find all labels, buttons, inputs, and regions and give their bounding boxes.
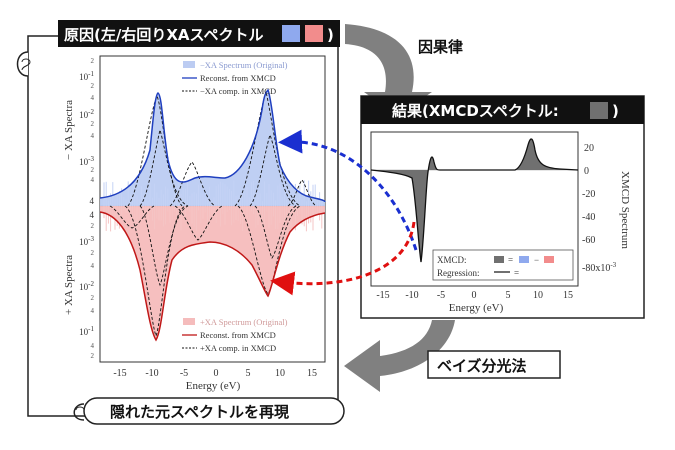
left-xtick-4: 5 [246, 368, 251, 379]
top-ytick-0: 10-1 [79, 70, 94, 82]
xmcd-fill [371, 138, 578, 262]
top-ylabel: − XA Spectra [63, 100, 75, 160]
right-xtick-1: -10 [405, 290, 418, 301]
right-xtick-4: 5 [506, 290, 511, 301]
minor-label-6: 2 [91, 166, 95, 174]
left-xtick-0: -15 [113, 368, 126, 379]
gray-swatch [590, 102, 608, 119]
minor-label-9: 2 [91, 249, 95, 257]
bottom-legend-comp: +XA comp. in XMCD [200, 343, 276, 353]
legend-xmcd-eq: = [508, 255, 513, 265]
left-title-close: ) [327, 26, 334, 44]
right-xticks: -15 -10 -5 0 5 10 15 [376, 290, 573, 301]
top-ytick-1: 10-2 [79, 108, 94, 120]
bottom-ylabel: + XA Spectra [63, 255, 75, 315]
minor-label-13: 2 [91, 352, 95, 360]
plus-xa-reconstruction [99, 211, 326, 342]
xmcd-legend: XMCD: = − Regression: = [432, 249, 574, 281]
plus-xa-fill [100, 206, 325, 340]
right-ytick-5: -80x10-3 [582, 261, 617, 274]
right-ytick-1: 0 [584, 166, 589, 177]
right-xtick-2: -5 [437, 290, 445, 301]
bottom-ytick-1: 10-3 [79, 235, 94, 247]
right-title-close: ) [612, 102, 619, 120]
minor-label-10: 4 [91, 307, 95, 315]
bottom-legend: +XA Spectrum (Original) Reconst. from XM… [182, 317, 288, 353]
left-xtick-6: 15 [307, 368, 317, 379]
right-yticks: 20 0 -20 -40 -60 -80x10-3 [582, 143, 617, 274]
minor-label-12: 4 [91, 342, 95, 350]
bottom-ytick-3: 10-1 [79, 325, 94, 337]
left-title: 原因(左/右回りXAスペクトル [64, 26, 263, 44]
top-legend: −XA Spectrum (Original) Reconst. from XM… [182, 60, 288, 96]
plus-xa-components [109, 205, 301, 338]
right-ytick-3: -40 [582, 212, 595, 223]
bottom-ytick-2: 10-2 [79, 280, 94, 292]
top-legend-reconst: Reconst. from XMCD [200, 73, 276, 83]
minor-label-11: 2 [91, 294, 95, 302]
minor-label-4: 2 [91, 120, 95, 128]
right-plot-frame [370, 131, 579, 287]
legend-xmcd-label: XMCD: [437, 255, 467, 265]
left-yticks: 10-1 10-2 10-3 4 4 10-3 10-2 10-1 [79, 70, 94, 337]
minus-xa-spikes [103, 180, 323, 206]
right-xtick-3: 0 [472, 290, 477, 301]
left-footer: 隠れた元スペクトルを再現 [110, 403, 289, 421]
top-ytick-2: 10-3 [79, 155, 94, 167]
minor-label-8: 4 [91, 262, 95, 270]
right-ytick-4: -60 [582, 235, 595, 246]
right-xtick-5: 10 [533, 290, 543, 301]
left-xtick-3: 0 [214, 368, 219, 379]
red-swatch [305, 25, 323, 42]
left-xticks: -15 -10 -5 0 5 10 15 [113, 368, 317, 379]
bayes-label: ベイズ分光法 [437, 357, 527, 375]
left-minor-yticks: 2 4 2 4 2 4 2 2 4 2 4 2 4 2 [91, 57, 95, 360]
legend-regression-label: Regression: [437, 268, 480, 278]
minor-label-2: 2 [91, 82, 95, 90]
xmcd-regression [370, 138, 579, 263]
bottom-ytick-0: 4 [90, 210, 95, 220]
right-ytick-2: -20 [582, 189, 595, 200]
right-xtick-0: -15 [376, 290, 389, 301]
right-panel [360, 95, 645, 319]
bottom-legend-original: +XA Spectrum (Original) [200, 317, 288, 327]
minor-label-0: 2 [91, 57, 95, 65]
right-ytick-0: 20 [584, 143, 594, 154]
blue-swatch [282, 25, 300, 42]
bayes-arrow [344, 320, 455, 392]
bayes-box: ベイズ分光法 [427, 350, 561, 379]
minor-label-1: 4 [91, 94, 95, 102]
top-legend-comp: −XA comp. in XMCD [200, 86, 276, 96]
right-xtick-6: 15 [563, 290, 573, 301]
minus-xa-fill [100, 90, 325, 206]
minus-xa-components [127, 90, 317, 207]
blue-dashed-arrow [278, 129, 418, 251]
legend-regression-eq: = [514, 268, 519, 278]
causality-arrow [345, 24, 432, 116]
top-legend-original: −XA Spectrum (Original) [200, 60, 288, 70]
causality-label: 因果律 [418, 38, 463, 56]
right-ylabel: XMCD Spectrum [619, 171, 631, 249]
left-xlabel: Energy (eV) [186, 380, 241, 392]
minus-xa-reconstruction [99, 88, 326, 203]
left-xtick-2: -5 [180, 368, 188, 379]
legend-xmcd-minus: − [534, 255, 539, 265]
top-ytick-3: 4 [90, 196, 95, 206]
left-xtick-5: 10 [275, 368, 285, 379]
minor-label-5: 4 [91, 176, 95, 184]
right-title: 結果(XMCDスペクトル: [392, 102, 559, 120]
right-xlabel: Energy (eV) [449, 302, 504, 314]
minor-label-3: 4 [91, 132, 95, 140]
left-xtick-1: -10 [145, 368, 158, 379]
minor-label-7: 2 [91, 222, 95, 230]
bottom-legend-reconst: Reconst. from XMCD [200, 330, 276, 340]
